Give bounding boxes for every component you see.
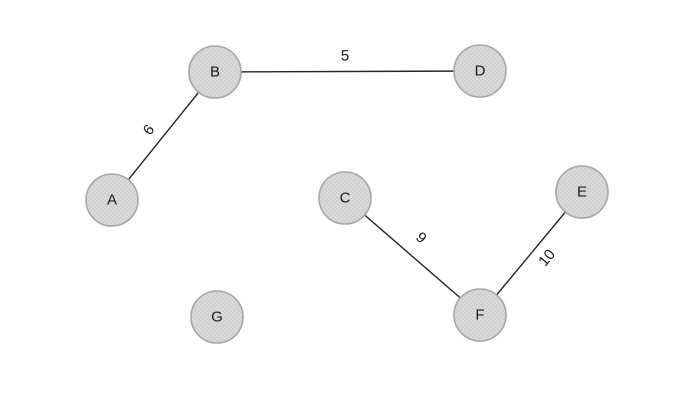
node-label-B: B bbox=[210, 64, 220, 81]
edge-B-D bbox=[214, 70, 481, 73]
node-B: B bbox=[188, 45, 242, 99]
node-D: D bbox=[453, 44, 507, 98]
edge-A-B bbox=[111, 71, 216, 201]
node-label-G: G bbox=[211, 309, 223, 326]
edge-weight-C-F: 9 bbox=[412, 229, 429, 247]
node-F: F bbox=[453, 288, 507, 342]
node-label-E: E bbox=[577, 184, 587, 201]
node-circle-A bbox=[85, 173, 139, 227]
node-circle-E bbox=[555, 165, 609, 219]
node-C: C bbox=[318, 171, 372, 225]
node-A: A bbox=[85, 173, 139, 227]
edge-C-F bbox=[344, 197, 481, 316]
node-circle-B bbox=[188, 45, 242, 99]
edge-weight-A-B: 6 bbox=[140, 121, 158, 138]
node-label-A: A bbox=[107, 192, 117, 209]
nodes-layer: A B C D E F G bbox=[85, 44, 609, 344]
node-circle-F bbox=[453, 288, 507, 342]
edge-weight-E-F: 10 bbox=[535, 246, 559, 270]
node-circle-D bbox=[453, 44, 507, 98]
node-label-C: C bbox=[340, 190, 351, 207]
node-circle-C bbox=[318, 171, 372, 225]
node-G: G bbox=[190, 290, 244, 344]
node-label-D: D bbox=[475, 63, 486, 80]
node-circle-G bbox=[190, 290, 244, 344]
node-E: E bbox=[555, 165, 609, 219]
node-label-F: F bbox=[475, 307, 484, 324]
edge-weight-B-D: 5 bbox=[341, 47, 349, 64]
